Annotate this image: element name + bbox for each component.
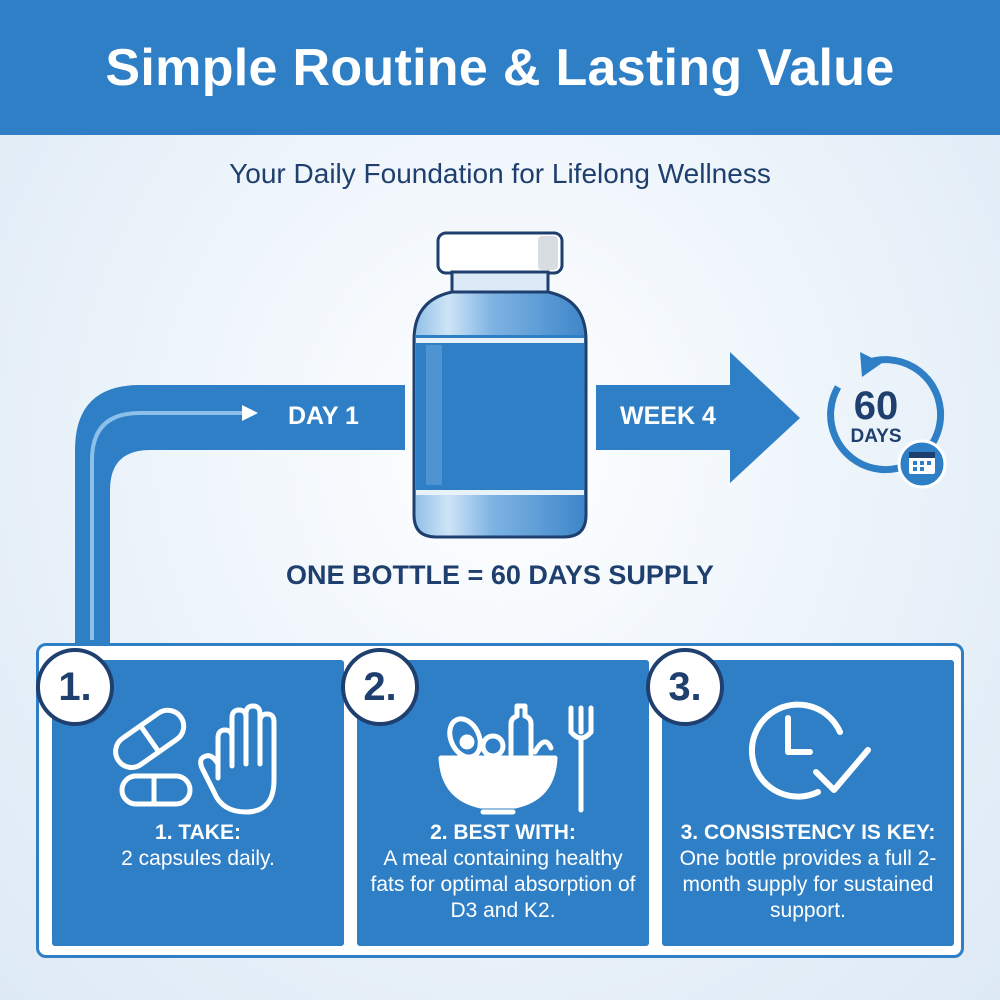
capsule-and-hand-icon: [113, 703, 277, 815]
badge-number: 60: [853, 384, 899, 428]
step-text: 1. TAKE: 2 capsules daily.: [62, 820, 334, 872]
step-heading: 2. BEST WITH:: [430, 821, 576, 844]
page-title: Simple Routine & Lasting Value: [105, 38, 895, 97]
supply-caption: ONE BOTTLE = 60 DAYS SUPPLY: [286, 560, 714, 590]
flow-pipe-highlight: [90, 411, 250, 640]
step-heading: 3. CONSISTENCY IS KEY:: [680, 821, 936, 844]
step-number-badge: 3.: [646, 648, 724, 726]
week-four-label: WEEK 4: [620, 402, 716, 430]
small-arrowhead-icon: [242, 405, 258, 421]
salad-bowl-icon: [438, 703, 594, 815]
day-one-label: DAY 1: [288, 402, 359, 430]
step-body: One bottle provides a full 2-month suppl…: [679, 847, 937, 922]
flow-pipe: [75, 385, 405, 650]
big-right-arrow-icon: [596, 352, 800, 483]
step-body: 2 capsules daily.: [121, 847, 275, 870]
step-body: A meal containing healthy fats for optim…: [370, 847, 636, 922]
step-card-best-with: 2. 2. BEST WITH: A meal containing healt…: [341, 648, 649, 946]
clock-check-icon: [748, 701, 871, 800]
step-text: 3. CONSISTENCY IS KEY: One bottle provid…: [672, 820, 944, 924]
step-number-badge: 2.: [341, 648, 419, 726]
supplement-bottle-icon: [412, 231, 588, 539]
step-card-consistency: 3. 3. CONSISTENCY IS KEY: One bottle pro…: [646, 648, 954, 946]
step-card-take: 1. 1. TAKE: 2 capsules daily.: [36, 648, 344, 946]
step-number-badge: 1.: [36, 648, 114, 726]
header-banner: Simple Routine & Lasting Value: [0, 0, 1000, 135]
calendar-icon: [897, 439, 947, 489]
sixty-days-badge: [827, 352, 947, 489]
step-text: 2. BEST WITH: A meal containing healthy …: [367, 820, 639, 924]
badge-word: DAYS: [850, 426, 902, 447]
page-subtitle: Your Daily Foundation for Lifelong Welln…: [229, 158, 771, 189]
step-heading: 1. TAKE:: [155, 821, 241, 844]
